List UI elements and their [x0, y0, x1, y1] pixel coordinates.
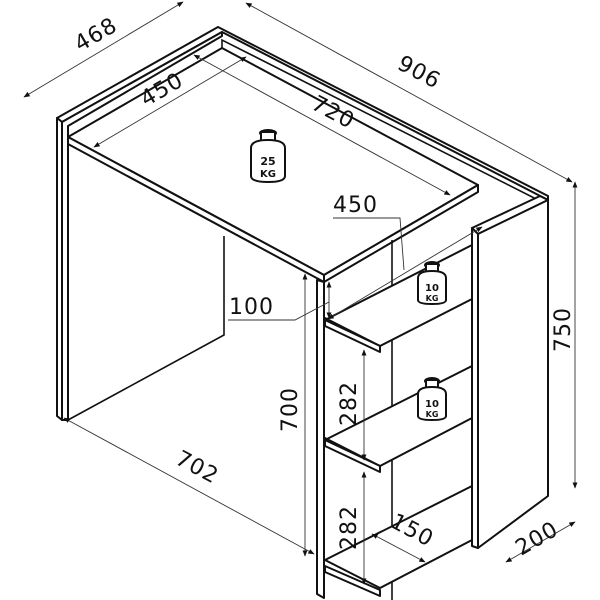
dim-label-282-upper: 282: [337, 381, 362, 426]
weight-value: 25: [260, 155, 275, 168]
dim-line-468: [23, 1, 184, 98]
desk-structure: [56, 26, 549, 600]
dimension-lines: [23, 1, 578, 585]
weight-value: 10: [425, 283, 439, 294]
weight-icon-10kg-middle: 10 KG: [417, 377, 447, 422]
left-side-panel-face: [61, 31, 223, 421]
dim-label-700: 700: [278, 387, 303, 432]
dim-line-200: [505, 521, 576, 563]
modesty-panel-edge: [67, 236, 225, 421]
weight-unit: KG: [426, 294, 439, 303]
dim-line-450-shelf: [327, 226, 483, 320]
dim-label-282-lower: 282: [337, 505, 362, 550]
weight-unit: KG: [426, 410, 439, 419]
shelf-unit-left-post: [316, 279, 325, 599]
shelf-unit-right-panel-face: [477, 199, 549, 549]
dim-label-450-shelf: 450: [333, 193, 378, 218]
leader-450-shelf: [333, 217, 405, 271]
dim-label-200: 200: [512, 517, 563, 561]
dim-label-702: 702: [171, 446, 222, 489]
leader-100: [228, 301, 330, 321]
dim-label-750: 750: [551, 307, 576, 352]
weight-unit: KG: [260, 169, 276, 180]
shelf-1-front: [324, 319, 381, 353]
dim-label-468: 468: [71, 13, 122, 57]
dim-label-100: 100: [229, 295, 274, 320]
weight-value: 10: [425, 399, 439, 410]
dim-line-702: [63, 417, 315, 555]
dim-line-150: [371, 533, 426, 563]
dim-line-906: [245, 2, 573, 183]
